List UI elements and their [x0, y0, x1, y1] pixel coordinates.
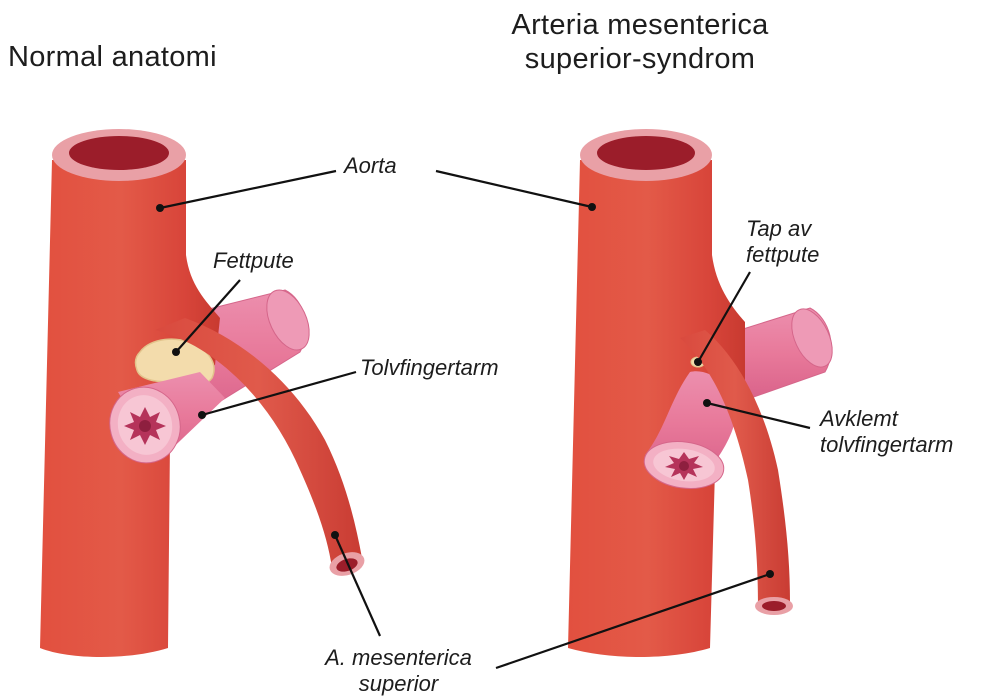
aorta-lumen-right	[597, 136, 695, 170]
label-sma-line2: superior	[306, 671, 491, 697]
label-tap-av-line1: Tap av	[746, 216, 819, 242]
leader-aorta-left	[160, 171, 336, 208]
dot-aorta-left	[156, 204, 164, 212]
label-tap-av-fettpute: Tap av fettpute	[746, 216, 819, 268]
dot-sma-left	[331, 531, 339, 539]
dot-aorta-right	[588, 203, 596, 211]
label-sma-line1: A. mesenterica	[306, 645, 491, 671]
label-tap-av-line2: fettpute	[746, 242, 819, 268]
sma-end-lumen-right	[762, 601, 786, 611]
syndrome-anatomy-group	[568, 129, 841, 657]
dot-tolvfingertarm	[198, 411, 206, 419]
dot-avklemt	[703, 399, 711, 407]
label-aorta: Aorta	[344, 153, 397, 179]
label-a-mesenterica-superior: A. mesenterica superior	[306, 645, 491, 697]
dot-fettpute	[172, 348, 180, 356]
label-avklemt-tolvfingertarm: Avklemt tolvfingertarm	[820, 406, 953, 458]
leader-aorta-right	[436, 171, 592, 207]
normal-anatomy-group	[40, 129, 368, 657]
duodenum-lumen-center-right	[679, 461, 689, 471]
label-avklemt-line2: tolvfingertarm	[820, 432, 953, 458]
label-fettpute: Fettpute	[213, 248, 294, 274]
aorta-lumen-left	[69, 136, 169, 170]
label-avklemt-line1: Avklemt	[820, 406, 953, 432]
duodenum-lumen-center-left	[139, 420, 151, 432]
dot-tap-av-fettpute	[694, 358, 702, 366]
label-tolvfingertarm: Tolvfingertarm	[360, 355, 499, 381]
dot-sma-right	[766, 570, 774, 578]
